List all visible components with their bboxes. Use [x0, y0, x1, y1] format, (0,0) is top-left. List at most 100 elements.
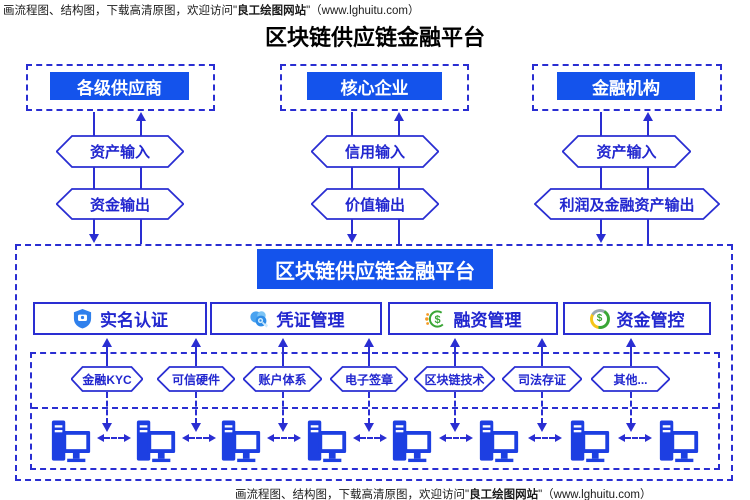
feature-box-certificate: 凭证管理	[210, 302, 382, 335]
cloud-key-icon	[249, 310, 268, 328]
p2p-link-arrow	[438, 433, 473, 442]
arrow-right-icon	[123, 433, 131, 442]
svg-text:$: $	[434, 314, 440, 326]
arrow-up-icon	[449, 338, 460, 347]
infrastructure-divider	[32, 407, 718, 409]
dashed-link-line	[624, 436, 645, 439]
arrow-up-icon	[537, 338, 547, 347]
arrow-up-icon	[394, 112, 404, 121]
p2p-link-arrow	[527, 433, 562, 442]
computer-icon	[570, 420, 610, 463]
dashed-link-line	[359, 436, 380, 439]
feature-box-financing: $ 融资管理	[388, 302, 558, 335]
arrow-down-icon	[277, 423, 288, 432]
tech-arrow-line	[453, 347, 456, 366]
platform-frame	[15, 244, 733, 481]
computer-icon	[479, 420, 519, 463]
arrow-left-icon	[267, 433, 274, 442]
computer-icon	[659, 420, 699, 463]
hexagon-label: 资金输出	[89, 196, 150, 214]
feature-label: 凭证管理	[276, 311, 345, 330]
tech-arrow-line	[281, 347, 284, 366]
tech-hexagon: 司法存证	[502, 366, 582, 392]
arrow-left-icon	[352, 433, 360, 442]
arrow-down-icon	[102, 423, 112, 432]
arrow-up-icon	[625, 338, 636, 347]
actor-frame-suppliers	[26, 64, 215, 111]
computer-icon	[392, 420, 432, 463]
actor-box-core: 核心企业	[307, 72, 442, 100]
p2p-link-arrow	[96, 433, 131, 442]
arrow-right-icon	[554, 433, 562, 442]
flow-hexagon-input: 资产输入	[562, 135, 691, 168]
flow-line-up	[647, 121, 649, 244]
arrow-down-icon	[347, 234, 357, 243]
watermark-top: 画流程图、结构图，下载高清原图，欢迎访问"良工绘图网站"（www.lghuitu…	[3, 2, 419, 18]
platform-title-bar: 区块链供应链金融平台	[257, 249, 493, 289]
p2p-link-arrow	[617, 433, 652, 442]
feature-label: 实名认证	[100, 311, 168, 330]
dashed-link-line	[534, 436, 555, 439]
feature-box-fundcontrol: $ 资金管控	[563, 302, 711, 335]
watermark-brand: 良工绘图网站	[469, 489, 539, 500]
tech-hexagon-label: 司法存证	[517, 372, 566, 387]
infrastructure-frame	[30, 352, 720, 470]
tech-dashed-line	[281, 392, 284, 424]
tech-hexagon: 电子签章	[330, 366, 408, 392]
dashed-link-line	[103, 436, 124, 439]
p2p-link-arrow	[267, 433, 301, 442]
arrow-up-icon	[191, 338, 201, 347]
tech-arrow-line	[541, 347, 543, 366]
arrow-down-icon	[449, 423, 460, 432]
tech-hexagon-label: 可信硬件	[171, 372, 220, 387]
arrow-down-icon	[191, 423, 201, 432]
computer-icon	[51, 420, 91, 463]
arrow-left-icon	[438, 433, 446, 442]
flow-line-up	[398, 121, 400, 244]
flow-hexagon-output: 利润及金融资产输出	[534, 188, 720, 220]
arrow-down-icon	[89, 234, 99, 243]
dollar-ring-icon: $	[424, 309, 446, 328]
tech-dashed-line	[106, 392, 108, 424]
arrow-up-icon	[277, 338, 288, 347]
dashed-link-line	[274, 436, 294, 439]
arrow-up-icon	[102, 338, 112, 347]
tech-hexagon: 金融KYC	[71, 366, 143, 392]
tech-hexagon: 其他...	[591, 366, 670, 392]
tech-hexagon-label: 区块链技术	[424, 372, 485, 387]
arrow-down-icon	[625, 423, 636, 432]
hexagon-label: 利润及金融资产输出	[559, 196, 695, 214]
flow-line-down	[351, 112, 353, 235]
arrow-right-icon	[644, 433, 652, 442]
arrow-down-icon	[364, 423, 374, 432]
arrow-up-icon	[136, 112, 146, 121]
arrow-up-icon	[364, 338, 374, 347]
actor-box-finance: 金融机构	[557, 72, 695, 100]
page-title: 区块链供应链金融平台	[264, 25, 485, 50]
tech-arrow-line	[629, 347, 632, 366]
arrow-left-icon	[617, 433, 625, 442]
arrow-down-icon	[537, 423, 547, 432]
arrow-right-icon	[294, 433, 301, 442]
tech-arrow-line	[195, 347, 197, 366]
tech-hexagon: 可信硬件	[157, 366, 235, 392]
shield-badge-icon	[73, 308, 92, 329]
watermark-bottom: 画流程图、结构图，下载高清原图，欢迎访问"良工绘图网站"（www.lghuitu…	[235, 486, 651, 500]
hexagon-label: 资产输入	[596, 144, 657, 161]
hexagon-label: 价值输出	[344, 196, 405, 214]
feature-label: 资金管控	[616, 311, 685, 330]
hexagon-label: 资产输入	[89, 144, 150, 161]
arrow-right-icon	[379, 433, 387, 442]
tech-dashed-line	[368, 392, 370, 424]
arrow-down-icon	[596, 234, 606, 243]
dashed-link-line	[188, 436, 209, 439]
actor-frame-core	[280, 64, 469, 111]
flow-hexagon-output: 价值输出	[311, 188, 439, 220]
flow-line-up	[140, 121, 142, 244]
tech-arrow-line	[368, 347, 370, 366]
feature-box-realname: 实名认证	[33, 302, 207, 335]
watermark-text: 画流程图、结构图，下载高清原图，欢迎访问"	[235, 489, 470, 500]
flow-hexagon-output: 资金输出	[56, 188, 184, 220]
flow-line-down	[600, 112, 602, 235]
